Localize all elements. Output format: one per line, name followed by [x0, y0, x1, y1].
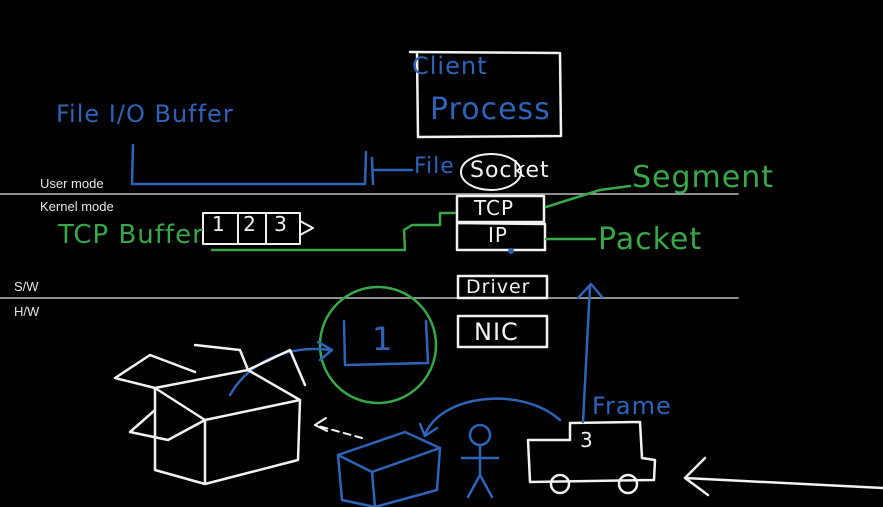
hw-label: H/W [14, 304, 39, 319]
socket-label: Socket [470, 158, 550, 183]
packet-label: Packet [598, 222, 702, 257]
driver-label: Driver [466, 276, 530, 298]
file-label: File [414, 154, 455, 179]
nic-label: NIC [474, 318, 519, 346]
segment-pointer [546, 186, 630, 207]
user-mode-label: User mode [40, 176, 104, 191]
open-box-icon [115, 350, 305, 484]
incoming-truck-arrow [685, 478, 883, 488]
file-io-buffer-bracket [132, 145, 366, 184]
handoff-arrow [425, 399, 560, 435]
sw-label: S/W [14, 279, 39, 294]
truck-label: 3 [580, 428, 594, 452]
tcp-layer-label: TCP [474, 196, 514, 220]
file-io-buffer-label: File I/O Buffer [56, 100, 234, 128]
tcp-buffer-cells-label: 1 2 3 [212, 212, 293, 236]
unpack-arrow [315, 425, 362, 438]
frame-arrow [583, 286, 590, 422]
incoming-arrow [230, 342, 332, 395]
frame-label: Frame [592, 392, 672, 420]
ip-layer-label: IP [488, 223, 508, 247]
nic-buffer-label: 1 [372, 320, 393, 358]
ip-dot [508, 248, 514, 254]
tcp-buffer-label: TCP Buffer [58, 220, 204, 250]
kernel-mode-label: Kernel mode [40, 199, 114, 214]
segment-label: Segment [632, 160, 774, 195]
process-label: Process [430, 92, 551, 127]
package-box-icon [338, 432, 440, 507]
client-label: Client [412, 52, 487, 80]
person-icon [462, 425, 498, 497]
